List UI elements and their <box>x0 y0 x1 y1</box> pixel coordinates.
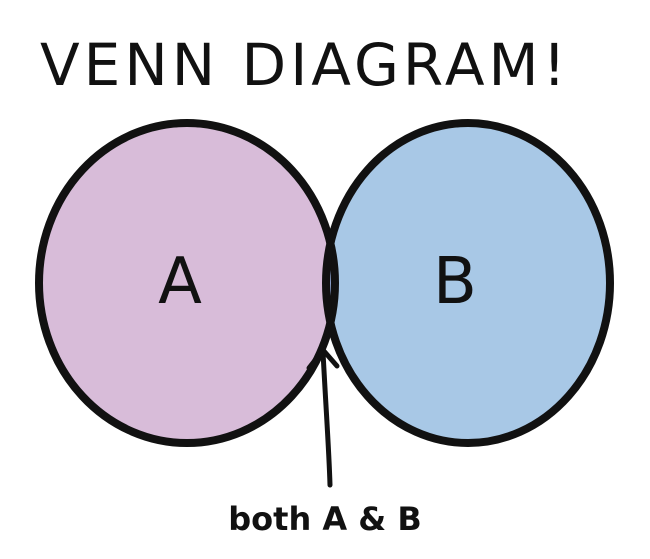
diagram-title: VENN DIAGRAM! <box>40 31 570 99</box>
set-b-circle <box>326 123 610 443</box>
set-b-outline <box>322 119 614 447</box>
set-a-label: A <box>158 245 202 319</box>
intersection-label: both A & B <box>228 500 421 538</box>
set-a-outline <box>35 119 339 447</box>
set-a-circle <box>39 123 335 443</box>
set-b-label: B <box>433 245 477 319</box>
arrow-icon <box>306 347 340 488</box>
